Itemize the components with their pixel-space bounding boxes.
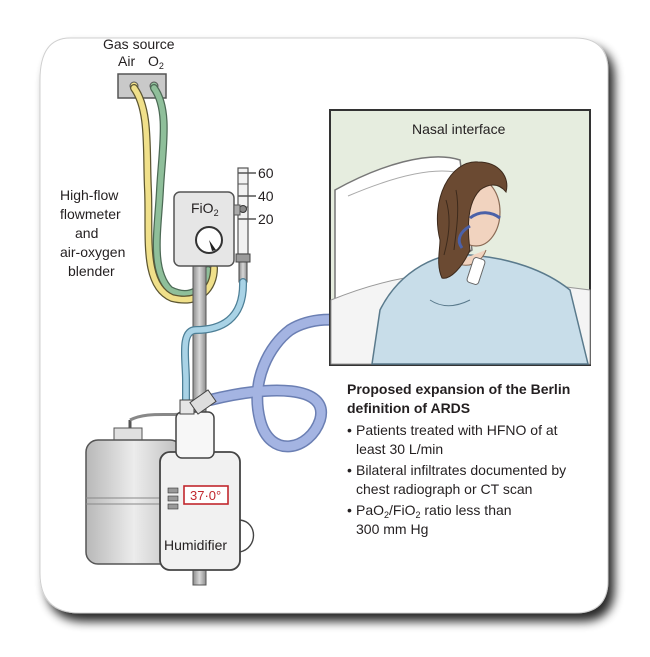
temperature-readout: 37·0°: [190, 488, 221, 503]
flow-tick-60: 60: [258, 165, 274, 181]
flow-tick-20: 20: [258, 211, 274, 227]
o2-hose-fill: [151, 85, 211, 297]
berlin-heading-line2: definition of ARDS: [347, 400, 470, 416]
bullet-3-line2: 300 mm Hg: [356, 521, 428, 537]
svg-text:flowmeter: flowmeter: [60, 206, 121, 222]
nasal-interface-title: Nasal interface: [412, 121, 506, 137]
svg-text:and: and: [75, 225, 98, 241]
bullet-3-dot: •: [347, 502, 352, 518]
svg-text:High-flow: High-flow: [60, 187, 119, 203]
bullet-2-line2: chest radiograph or CT scan: [356, 481, 532, 497]
humidifier-label: Humidifier: [164, 537, 227, 553]
svg-text:air-oxygen: air-oxygen: [60, 244, 125, 260]
bullet-3-line1: PaO2/FiO2 ratio less than: [356, 502, 512, 520]
o2-label: O2: [148, 53, 164, 71]
bullet-1-dot: •: [347, 422, 352, 438]
bullet-1-line1: Patients treated with HFNO of at: [356, 422, 558, 438]
berlin-definition: Proposed expansion of the Berlin definit…: [347, 381, 570, 537]
bullet-1-line2: least 30 L/min: [356, 441, 443, 457]
humidifier-unit: 37·0° Humidifier: [159, 399, 255, 571]
air-label: Air: [118, 53, 135, 69]
air-oxygen-blender: FiO2: [173, 191, 241, 267]
svg-text:blender: blender: [68, 263, 115, 279]
supply-tube-fill: [182, 279, 246, 403]
blender-label: High-flow flowmeter and air-oxygen blend…: [60, 187, 125, 279]
flowmeter-tube: 60 40 20: [235, 165, 274, 283]
temperature-display: [183, 485, 229, 505]
bullet-2-dot: •: [347, 462, 352, 478]
nasal-interface-panel: Nasal interface: [329, 109, 591, 366]
bullet-2-line1: Bilateral infiltrates documented by: [356, 462, 566, 478]
flow-tick-40: 40: [258, 188, 274, 204]
gas-source-title: Gas source: [103, 36, 175, 52]
berlin-heading-line1: Proposed expansion of the Berlin: [347, 381, 570, 397]
humidifier-outlet-connector: [189, 389, 217, 415]
fio2-label: FiO2: [191, 200, 219, 218]
